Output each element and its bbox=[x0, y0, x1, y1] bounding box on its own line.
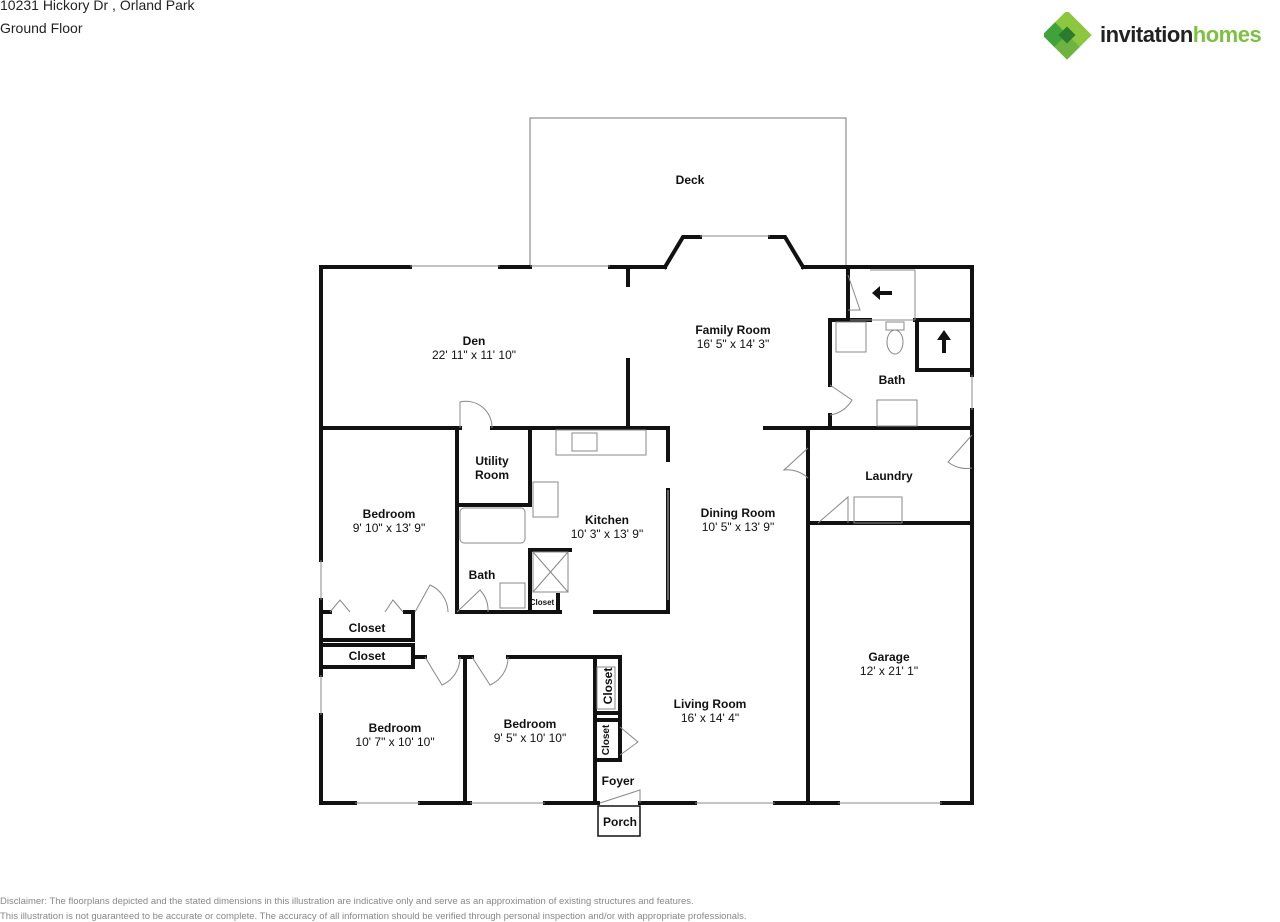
porch-outline bbox=[597, 805, 641, 837]
room-porch: Porch bbox=[602, 815, 638, 829]
disclaimer-line-1: Disclaimer: The floorplans depicted and … bbox=[0, 896, 694, 907]
stair-arrows bbox=[872, 286, 951, 353]
room-closet-bath: Closet bbox=[529, 598, 555, 607]
room-deck: Deck bbox=[675, 173, 705, 187]
room-closet-b: Closet bbox=[348, 649, 386, 663]
deck-outline bbox=[529, 117, 847, 267]
room-closet-c: Closet bbox=[601, 667, 615, 705]
logo-text-accent: homes bbox=[1192, 22, 1262, 47]
room-utility: Utility Room bbox=[475, 454, 509, 482]
logo-leaf-icon bbox=[1042, 10, 1092, 60]
arrow-up-icon bbox=[937, 330, 951, 353]
windows-doors bbox=[320, 235, 973, 804]
logo-text-main: invitation bbox=[1100, 22, 1193, 47]
room-laundry: Laundry bbox=[865, 469, 913, 483]
room-bath-upper: Bath bbox=[878, 373, 906, 387]
room-foyer: Foyer bbox=[601, 774, 635, 788]
room-closet-d: Closet bbox=[601, 724, 612, 756]
floor-label: Ground Floor bbox=[0, 20, 83, 36]
room-closet-a: Closet bbox=[348, 621, 386, 635]
property-address: 10231 Hickory Dr , Orland Park bbox=[0, 0, 195, 13]
invitation-homes-logo: invitationhomes bbox=[1042, 10, 1280, 60]
walls bbox=[319, 235, 974, 805]
room-bath-lower: Bath bbox=[468, 568, 496, 582]
arrow-left-icon bbox=[872, 286, 892, 300]
